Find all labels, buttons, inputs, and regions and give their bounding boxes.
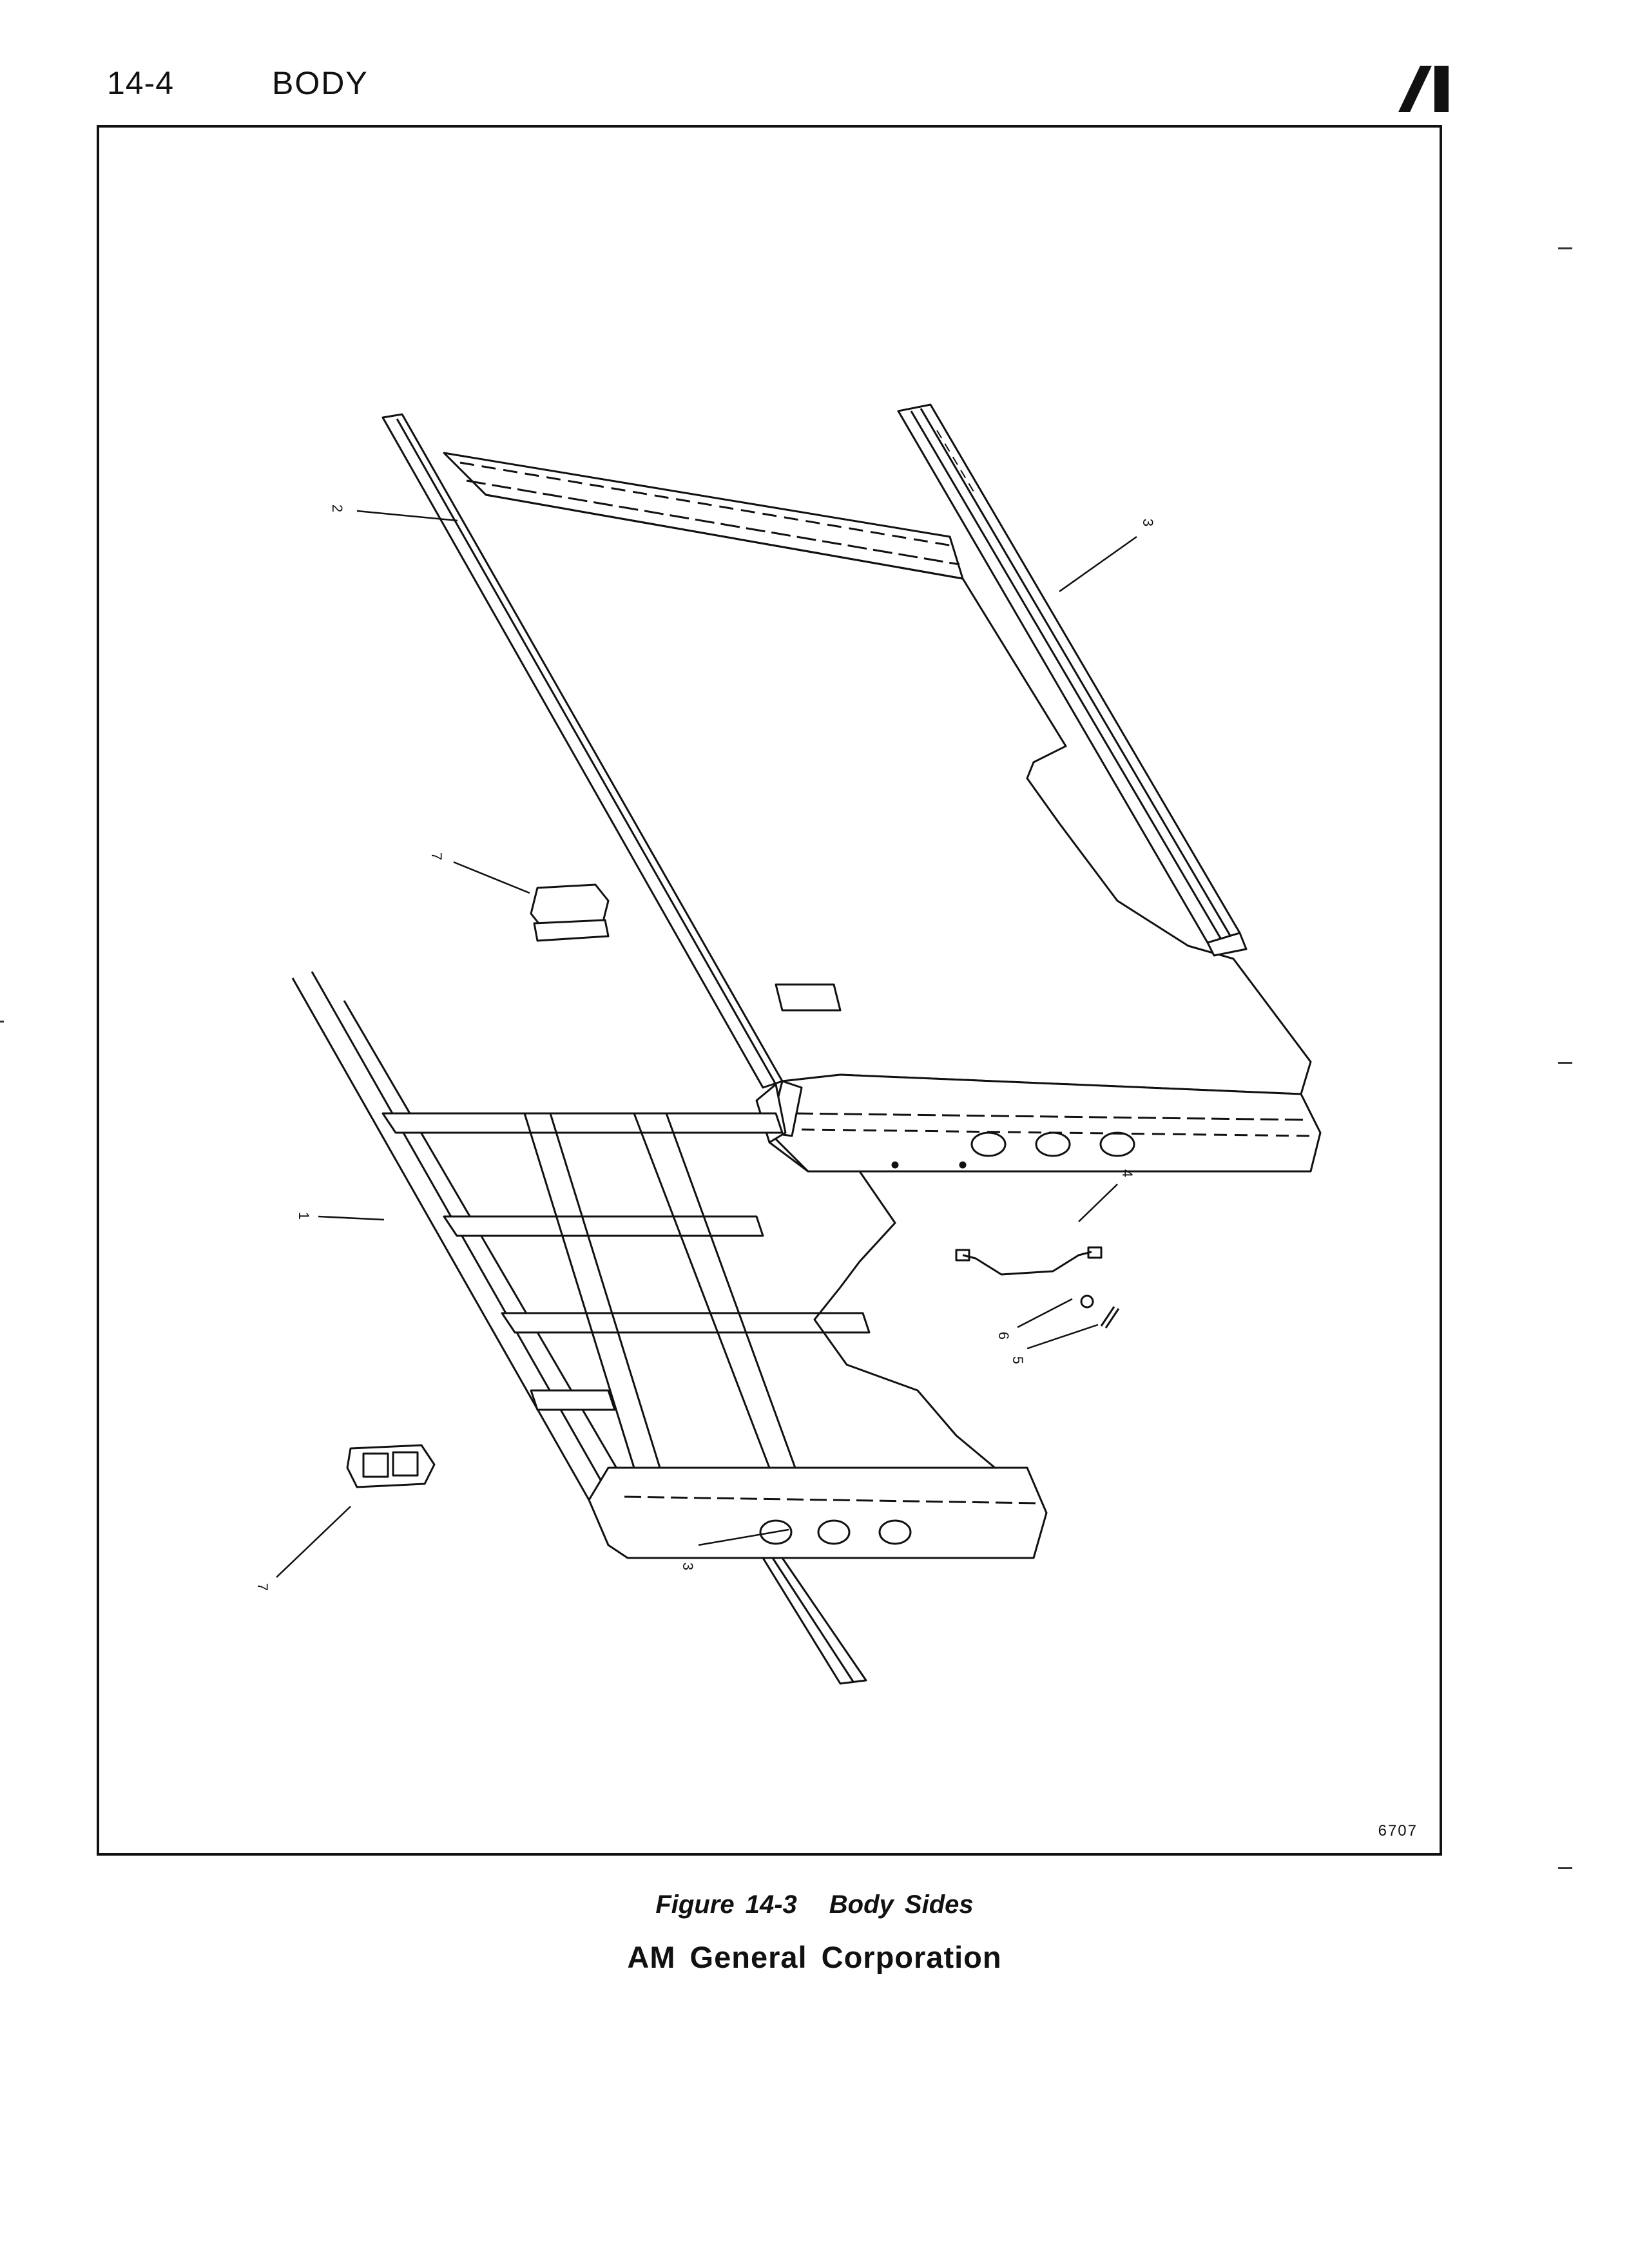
company-name: AM General Corporation (627, 1940, 1002, 1974)
page-number: 14-4 (107, 65, 175, 101)
callout-5: 5 (1010, 1356, 1026, 1365)
top-rail-drawing (897, 403, 1248, 957)
callout-3-bottom: 3 (680, 1562, 696, 1571)
callout-3-top: 3 (1140, 518, 1156, 527)
body-sides-exploded-view (276, 403, 1322, 1685)
callout-1: 1 (296, 1211, 312, 1220)
callout-7-lower: 7 (255, 1582, 271, 1591)
edge-mark (1558, 1867, 1572, 1869)
figure-frame: 1 2 3 3 4 5 6 7 7 6707 (97, 125, 1442, 1856)
figure-id-number: 6707 (1378, 1822, 1418, 1840)
edge-mark (0, 1021, 4, 1023)
callout-4: 4 (1119, 1169, 1135, 1178)
fastener-drawing (1080, 1294, 1120, 1329)
bottom-rail-drawing (762, 1557, 867, 1685)
edge-mark (1558, 1062, 1572, 1064)
handle-drawing (955, 1246, 1103, 1276)
step-plate-lower-drawing (346, 1444, 436, 1488)
figure-label: Figure 14-3 (655, 1890, 797, 1919)
lower-floor-frame-drawing (291, 971, 1048, 1559)
step-plate-upper-drawing (530, 883, 610, 942)
figure-caption: Figure 14-3 Body Sides (0, 1890, 1629, 1919)
section-title: BODY (272, 65, 369, 101)
figure-title: Body Sides (829, 1890, 974, 1919)
am-general-logo-icon (1398, 66, 1449, 112)
callout-2: 2 (329, 504, 345, 513)
edge-mark (1558, 247, 1572, 249)
upper-side-panel-drawing (381, 413, 1322, 1288)
callout-7-upper: 7 (429, 852, 445, 861)
callout-6: 6 (996, 1331, 1012, 1340)
